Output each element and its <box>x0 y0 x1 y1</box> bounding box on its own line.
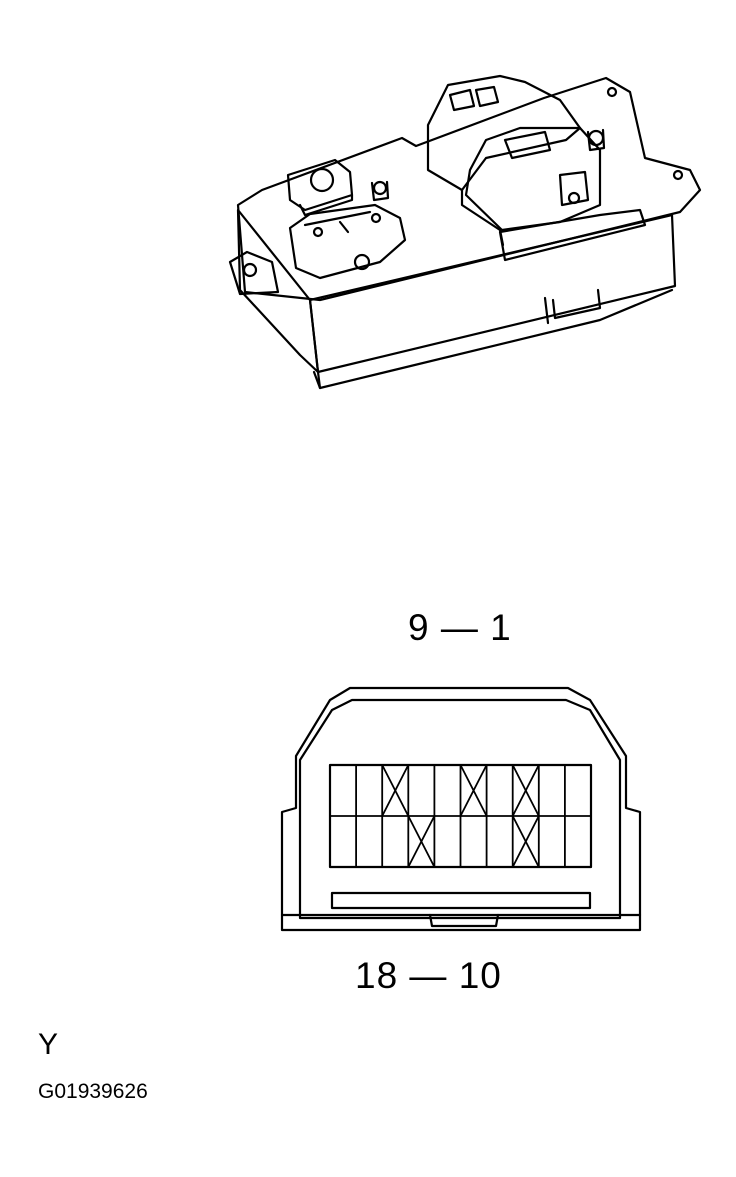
bottom-pin-range-label: 18 — 10 <box>355 955 502 996</box>
connector-tab <box>551 288 602 320</box>
driver-window-switch <box>464 126 602 232</box>
top-pin-range-label: 9 — 1 <box>408 607 512 648</box>
connector-inner-shell <box>298 698 622 920</box>
housing-base-lip <box>312 288 674 390</box>
housing-front-face <box>308 213 677 374</box>
figure-id: G01939626 <box>38 1080 148 1103</box>
unused-terminal-cross <box>459 764 488 817</box>
unused-terminal-cross <box>511 764 540 817</box>
housing-left-face <box>236 208 320 374</box>
right-mount-hole-bottom <box>672 169 684 181</box>
connector-outer-shell <box>280 686 642 932</box>
unused-terminal-cross <box>381 764 410 817</box>
unused-terminal-cross <box>407 815 436 868</box>
connector-bottom-rail <box>330 891 592 910</box>
left-window-switch <box>288 203 407 280</box>
view-letter: Y <box>38 1028 59 1061</box>
connector-face <box>280 686 642 932</box>
housing-top-face <box>236 76 702 302</box>
switch-screw <box>353 253 371 271</box>
connector-latch <box>428 913 500 928</box>
unused-terminal-cross <box>511 815 540 868</box>
right-mount-hole-top <box>606 86 618 98</box>
driver-switch-base <box>498 208 647 262</box>
left-mount-hole <box>242 262 258 278</box>
lock-button-dot <box>309 167 335 193</box>
left-mounting-tab <box>228 250 280 296</box>
